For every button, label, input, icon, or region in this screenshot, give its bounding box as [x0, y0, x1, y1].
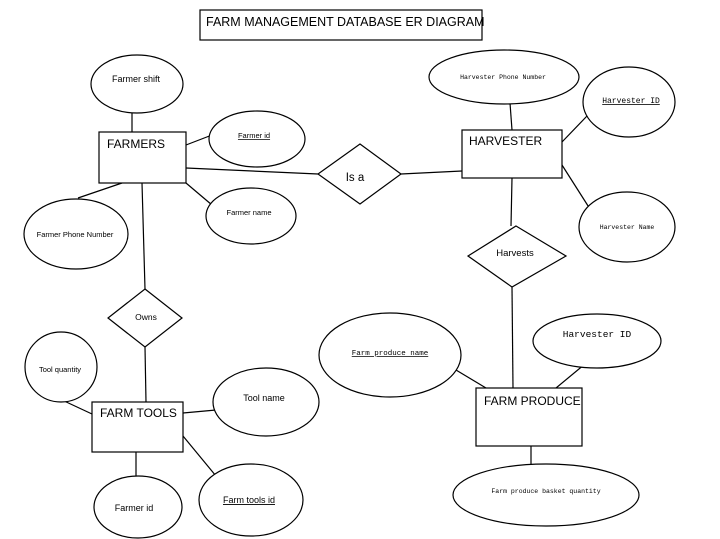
attr-farmer-shift: Farmer shift — [90, 54, 184, 114]
entity-farm-tools: FARM TOOLS — [91, 401, 184, 453]
line-harvests-produce — [511, 286, 514, 389]
entity-farm-produce: FARM PRODUCE — [475, 387, 583, 447]
attr-harvester-name-ellipse — [578, 191, 676, 263]
line-harvester-phone — [509, 102, 513, 131]
entity-farm-produce-box — [475, 387, 583, 447]
attr-farmer-id: Farmer id — [208, 110, 306, 168]
relationship-is-a: Is a — [316, 143, 403, 205]
entity-farm-tools-box — [91, 401, 184, 453]
attr-harvester-name-label: Harvester Name — [600, 224, 655, 231]
attr-farm-tools-id-label: Farm tools id — [223, 495, 275, 505]
attr-tools-farmer-id: Farmer id — [93, 475, 183, 539]
relationship-owns-diamond — [107, 288, 183, 348]
relationship-harvests-label: Harvests — [496, 248, 534, 259]
attr-harvester-name: Harvester Name — [578, 191, 676, 263]
attr-harvester-id: Harvester ID — [582, 66, 676, 138]
line-owns-tools — [144, 346, 147, 403]
line-produce-harvesterid — [555, 363, 586, 389]
entity-harvester-label: HARVESTER — [469, 134, 542, 148]
attr-tool-quantity-ellipse — [24, 331, 98, 403]
relationship-owns-label: Owns — [135, 312, 157, 322]
relationship-is-a-label: Is a — [346, 172, 365, 184]
line-harvester-id — [561, 115, 588, 143]
attr-farm-tools-id-ellipse — [198, 463, 304, 537]
attr-tool-name: Tool name — [212, 367, 320, 437]
entity-harvester: HARVESTER — [461, 129, 563, 179]
line-harvester-name — [561, 164, 591, 210]
line-farmers-isa — [185, 167, 319, 175]
line-farmers-phone — [77, 182, 123, 199]
attr-produce-harvester-id-ellipse — [532, 313, 662, 369]
line-farmers-owns — [141, 182, 146, 290]
attr-farmer-id-ellipse — [208, 110, 306, 168]
attr-farm-produce-name-label: Farm produce name — [352, 350, 429, 358]
relationship-harvests: Harvests — [466, 225, 568, 288]
relationship-owns: Owns — [107, 288, 183, 348]
attr-tool-quantity-label: Tool quantity — [39, 365, 81, 374]
line-harvester-harvests — [510, 177, 513, 227]
attr-produce-basket-quantity-ellipse — [452, 463, 640, 527]
entity-farmers: FARMERS — [98, 131, 187, 184]
attr-tool-name-ellipse — [212, 367, 320, 437]
attr-tools-farmer-id-ellipse — [93, 475, 183, 539]
entity-farmers-label: FARMERS — [107, 137, 165, 151]
attr-produce-basket-quantity-label: Farm produce basket quantity — [491, 488, 600, 495]
line-produce-name — [455, 369, 487, 389]
attr-harvester-id-label: Harvester ID — [602, 97, 660, 106]
attr-farmer-shift-ellipse — [90, 54, 184, 114]
entity-farm-tools-label: FARM TOOLS — [100, 406, 177, 420]
attr-produce-harvester-id-label: Harvester ID — [563, 329, 632, 340]
attr-farm-tools-id: Farm tools id — [198, 463, 304, 537]
entity-farm-produce-label: FARM PRODUCE — [484, 394, 581, 408]
attr-farmer-name-ellipse — [205, 187, 297, 245]
attr-farmer-phone: Farmer Phone Number — [23, 198, 129, 270]
attr-tool-quantity: Tool quantity — [24, 331, 98, 403]
attr-farm-produce-name-ellipse — [318, 312, 462, 398]
attr-farmer-name: Farmer name — [205, 187, 297, 245]
entity-farmers-box — [98, 131, 187, 184]
attr-harvester-phone-ellipse — [428, 49, 580, 105]
line-tools-id — [182, 435, 217, 477]
attr-farmer-phone-ellipse — [23, 198, 129, 270]
line-tools-quantity — [61, 399, 93, 415]
attr-farm-produce-name: Farm produce name — [318, 312, 462, 398]
attr-harvester-id-ellipse — [582, 66, 676, 138]
relationship-is-a-diamond — [316, 143, 403, 205]
attr-produce-harvester-id: Harvester ID — [532, 313, 662, 369]
attr-farmer-id-label: Farmer id — [238, 131, 270, 140]
line-farmers-id — [185, 134, 213, 146]
line-tools-name — [182, 409, 217, 414]
attr-produce-basket-quantity: Farm produce basket quantity — [452, 463, 640, 527]
diagram-title: FARM MANAGEMENT DATABASE ER DIAGRAM — [206, 15, 485, 29]
connector-lines — [61, 102, 591, 477]
entity-harvester-box — [461, 129, 563, 179]
line-isa-harvester — [400, 170, 463, 175]
attr-farmer-name-label: Farmer name — [226, 208, 271, 217]
line-farmers-name — [185, 182, 213, 206]
attr-farmer-phone-label: Farmer Phone Number — [37, 230, 114, 239]
attr-harvester-phone-label: Harvester Phone Number — [460, 74, 546, 81]
attr-tools-farmer-id-label: Farmer id — [115, 503, 154, 513]
attr-tool-name-label: Tool name — [243, 393, 285, 403]
attr-harvester-phone: Harvester Phone Number — [428, 49, 580, 105]
relationship-harvests-diamond — [466, 225, 568, 288]
attr-farmer-shift-label: Farmer shift — [112, 74, 161, 84]
title-box — [199, 9, 483, 41]
